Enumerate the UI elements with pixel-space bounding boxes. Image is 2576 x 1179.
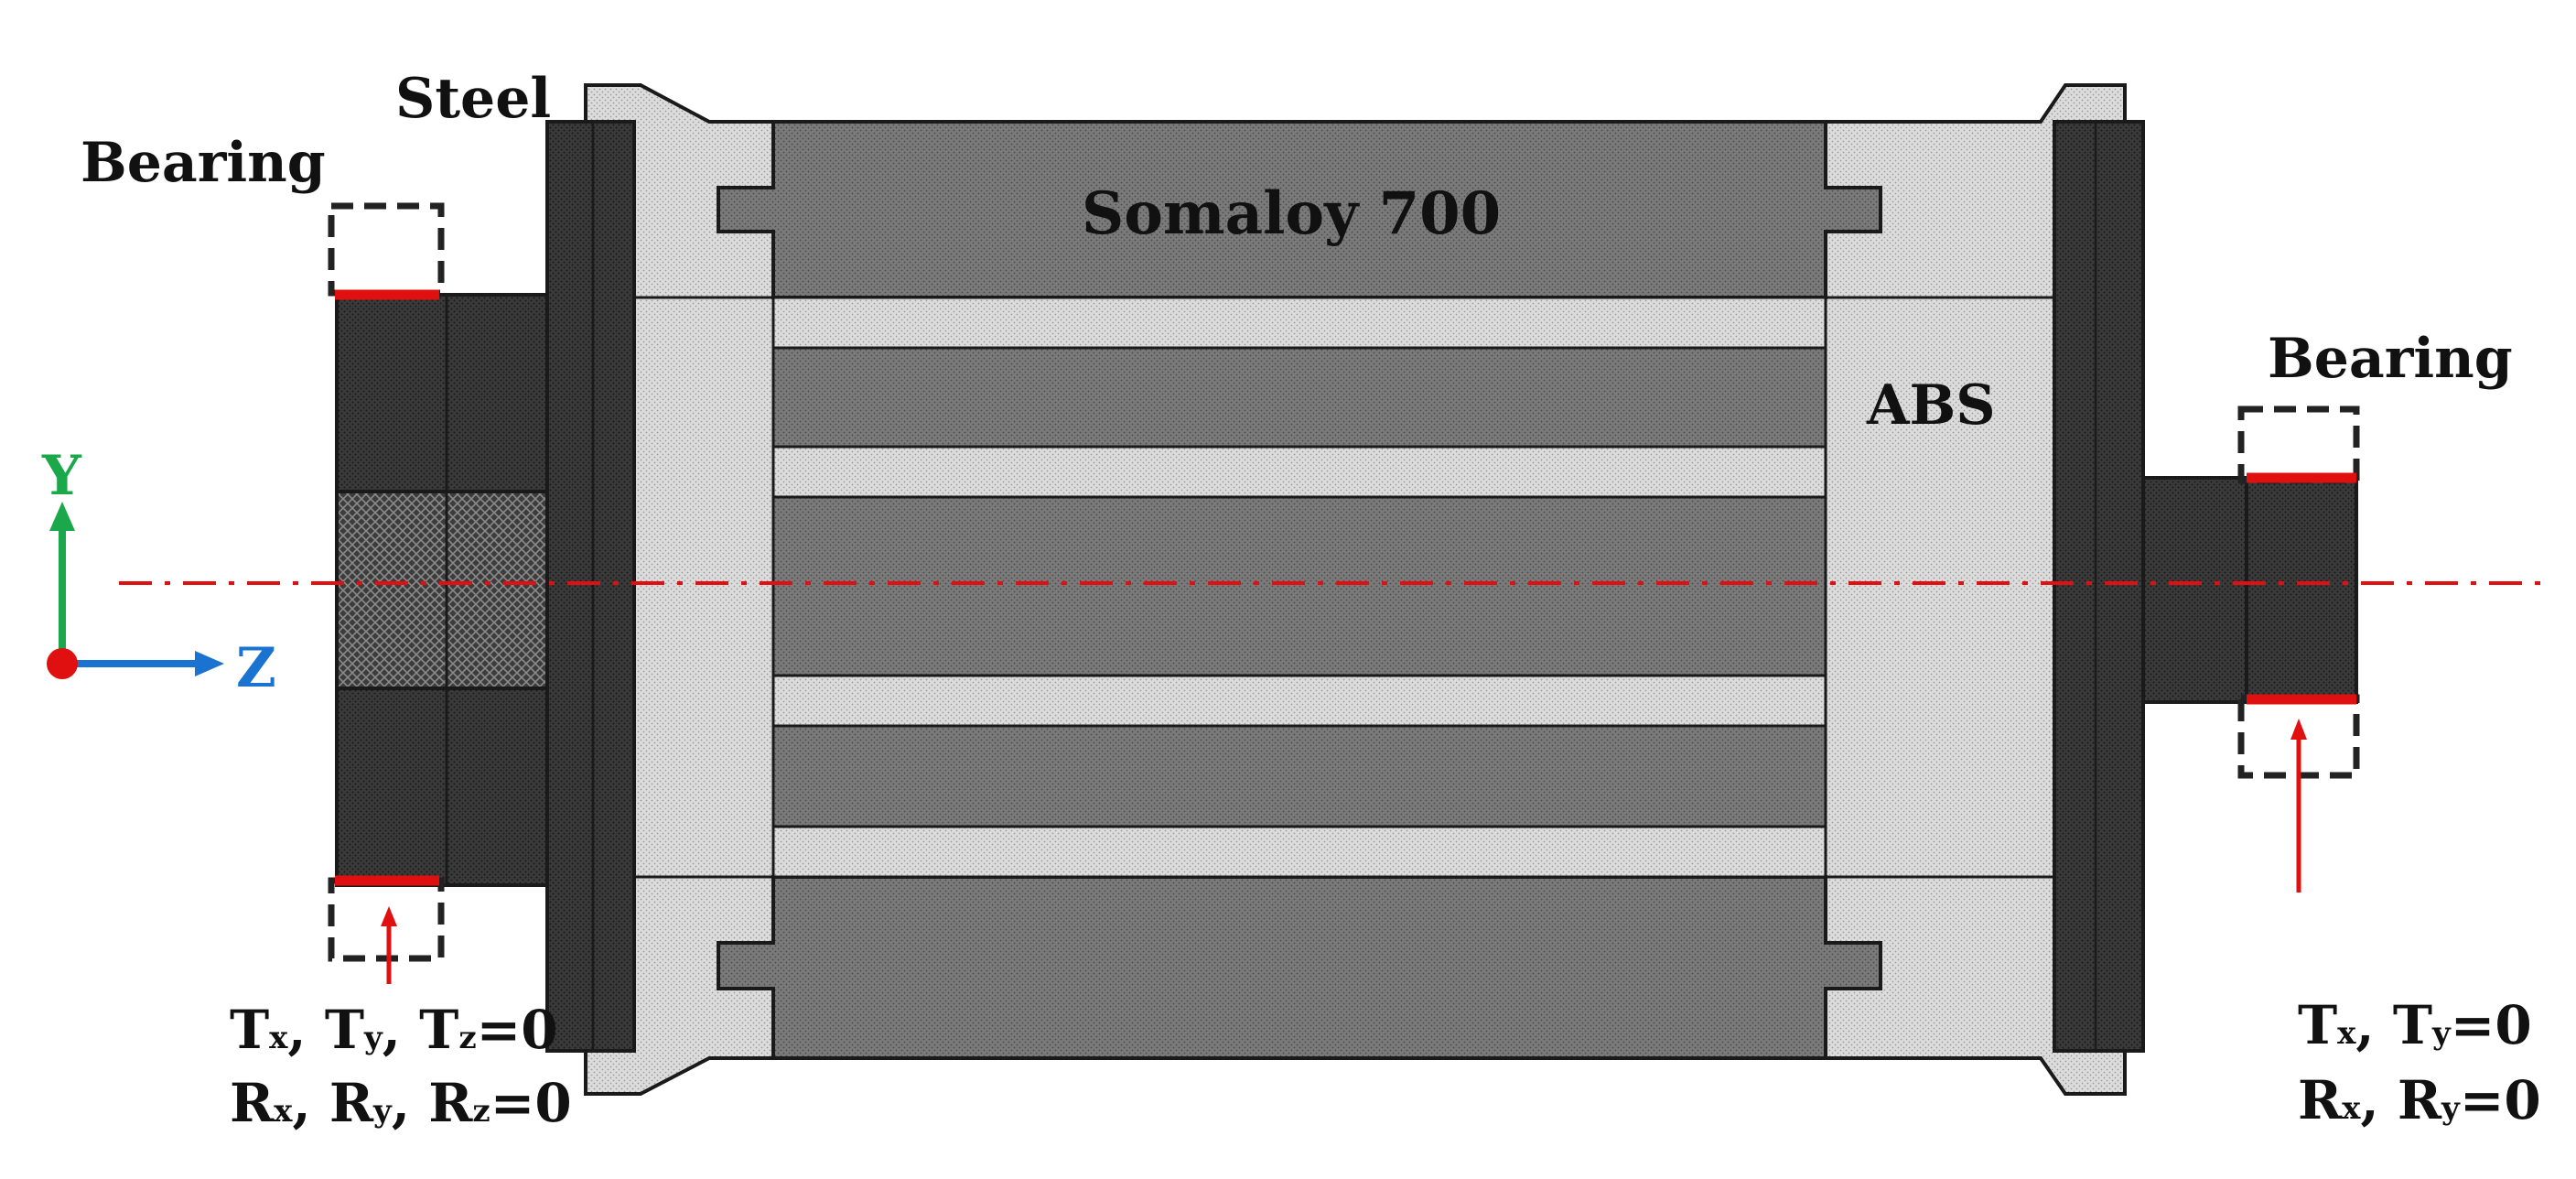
left-shaft-lower (335, 687, 551, 887)
somaloy-bar-2 (771, 495, 1827, 677)
somaloy-bar-3 (771, 724, 1827, 828)
left-bearing-box-top (328, 202, 445, 297)
left-support-arrow (381, 906, 397, 984)
right-shaft-journal (2245, 476, 2358, 704)
right-shaft-step (2141, 476, 2248, 704)
somaloy-bar-1 (771, 346, 1827, 449)
y-axis-arrowhead (49, 502, 75, 531)
right-constraint-translation: Tx, Ty=0 (2205, 994, 2576, 1056)
z-axis-arrowhead (195, 651, 224, 676)
left-constraint-rotation: Rx, Ry, Rz=0 (137, 1072, 627, 1134)
z-axis-label: Z (236, 636, 276, 700)
abs-strip-4 (771, 825, 1827, 879)
core-material-label: Somaloy 700 (1082, 179, 1501, 248)
bearing-label-left: Bearing (81, 131, 326, 195)
y-axis-label: Y (41, 444, 82, 508)
origin-dot (47, 648, 78, 679)
bearing-label-right: Bearing (2268, 327, 2513, 391)
coordinate-axes: Y Z (41, 444, 276, 700)
left-steel-plate (545, 120, 636, 1053)
abs-strip-3 (771, 674, 1827, 728)
right-support-arrow (2290, 719, 2307, 892)
left-constraint-translation: Tx, Ty, Tz=0 (137, 999, 613, 1061)
abs-strip-1 (771, 296, 1827, 350)
right-bearing-box-top (2237, 406, 2360, 484)
somaloy-lower-tooth (717, 875, 1882, 1060)
right-constraint-rotation: Rx, Ry=0 (2205, 1069, 2576, 1131)
abs-label: ABS (1866, 373, 1996, 438)
left-shaft-upper (335, 293, 551, 493)
abs-strip-2 (771, 445, 1827, 499)
steel-label: Steel (395, 67, 551, 131)
right-steel-plate (2053, 120, 2145, 1053)
